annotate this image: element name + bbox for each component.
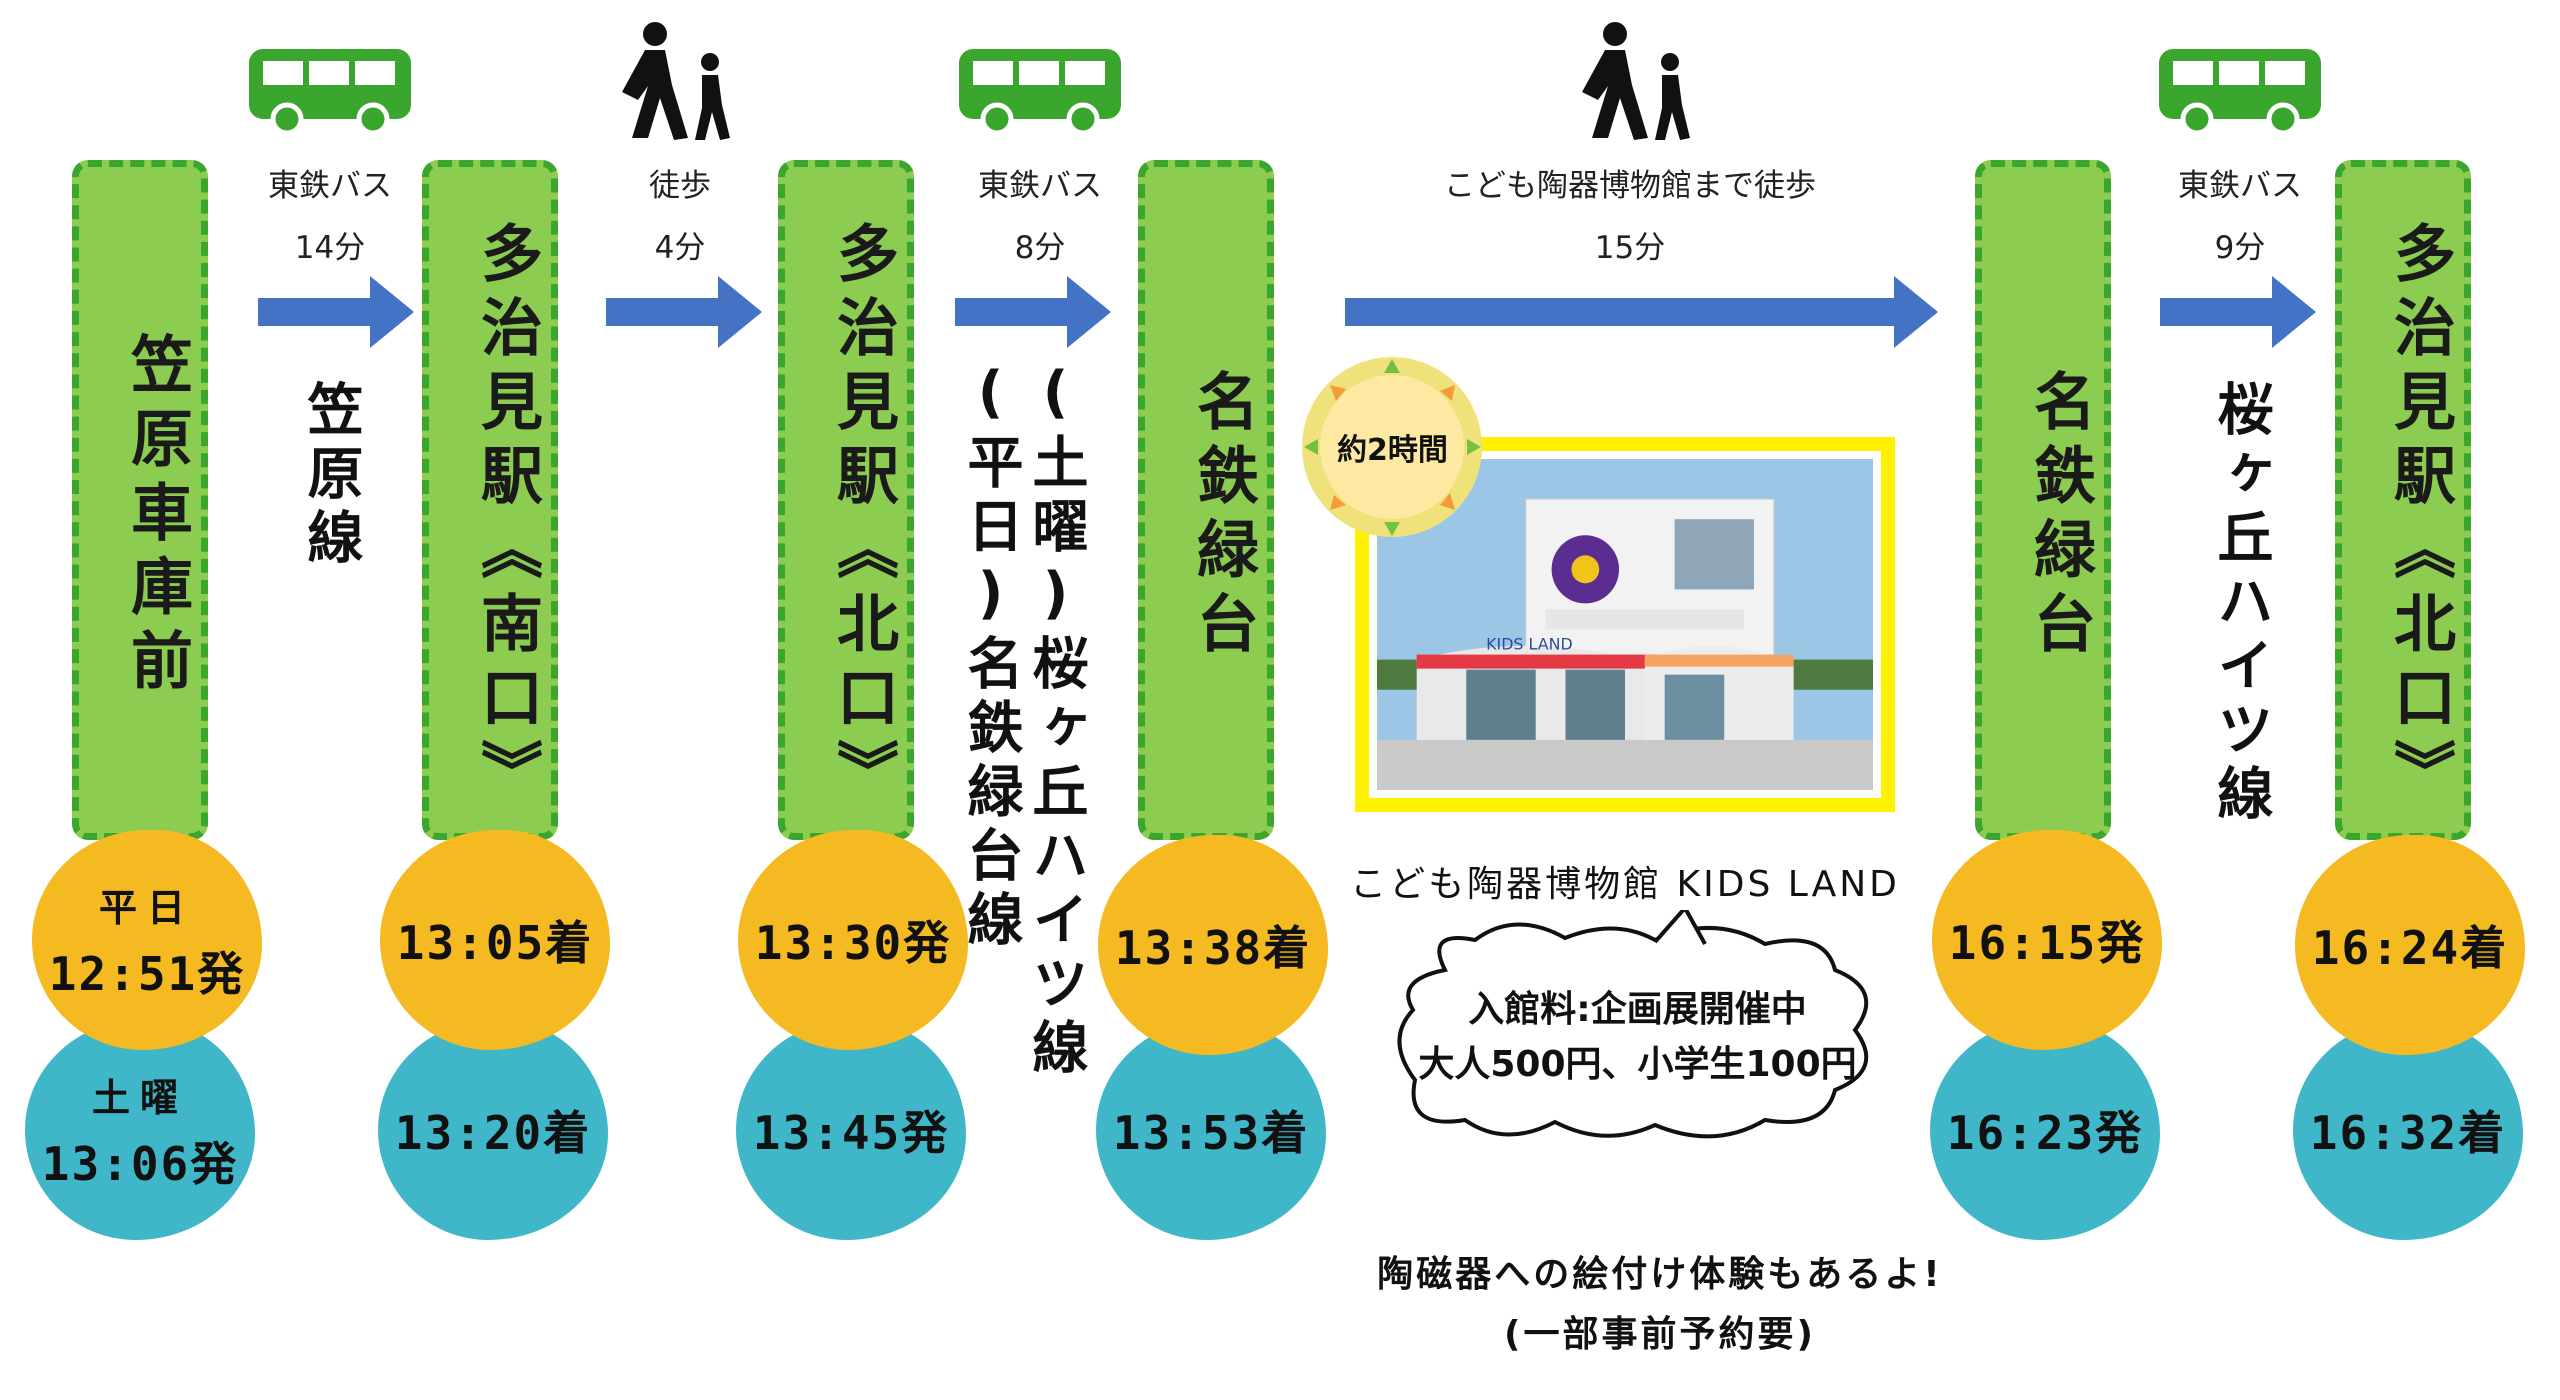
saturday-time-4: 13:53着 <box>1096 1020 1326 1240</box>
segment-mode-5: 東鉄バス <box>2178 168 2302 204</box>
segment-mode-1: 東鉄バス <box>268 168 392 204</box>
saturday-time-5: 16:23発 <box>1930 1020 2160 1240</box>
time-value: 13:20着 <box>394 1106 592 1160</box>
saturday-time-3: 13:45発 <box>736 1020 966 1240</box>
time-value: 16:24着 <box>2311 921 2509 975</box>
museum-sign-text: KIDS LAND <box>1486 634 1573 653</box>
segment-mode-3: 東鉄バス <box>978 168 1102 204</box>
note-line-1: 陶磁器への絵付け体験もあるよ! <box>1377 1254 1943 1295</box>
segment-mode-4: こども陶器博物館まで徒歩 <box>1444 168 1816 204</box>
fee-line-1: 入館料:企画展開催中 <box>1468 989 1807 1030</box>
time-value: 13:38着 <box>1114 921 1312 975</box>
saturday-time-6: 16:32着 <box>2293 1020 2523 1240</box>
arrow-right-icon <box>2160 276 2316 348</box>
bus-icon <box>249 49 411 136</box>
stay-badge-text: 約2時間 <box>1337 433 1448 468</box>
time-value: 16:15発 <box>1948 916 2146 970</box>
arrow-right-icon <box>606 276 762 348</box>
stay-badge: 約2時間 <box>1300 355 1485 540</box>
weekday-time-3: 13:30発 <box>738 830 968 1050</box>
station-name: 多治見駅《南口》 <box>470 221 543 813</box>
segment-minutes-2: 4分 <box>654 230 706 266</box>
time-value: 13:05着 <box>396 916 594 970</box>
segment-minutes-1: 14分 <box>294 230 366 266</box>
fee-line-2: 大人500円、小学生100円 <box>1418 1044 1857 1085</box>
route-name-5: 桜ヶ丘ハイツ線 <box>2208 380 2273 828</box>
station-pillar-5: 名鉄緑台 <box>1975 160 2111 840</box>
walking-icon <box>622 22 730 140</box>
saturday-label: 土曜 <box>91 1075 188 1120</box>
time-value: 13:06発 <box>41 1136 239 1191</box>
speech-bubble: 入館料:企画展開催中 大人500円、小学生100円 <box>1385 904 1890 1150</box>
station-pillar-4: 名鉄緑台 <box>1138 160 1274 840</box>
time-value: 12:51発 <box>48 946 246 1001</box>
saturday-time-2: 13:20着 <box>378 1020 608 1240</box>
segment-minutes-3: 8分 <box>1014 230 1066 266</box>
bus-icon <box>959 49 1121 136</box>
time-value: 16:23発 <box>1946 1106 2144 1160</box>
station-name: 笠原車庫前 <box>120 332 193 702</box>
saturday-time-1: 土曜 13:06発 <box>25 1020 255 1240</box>
weekday-time-5: 16:15発 <box>1932 830 2162 1050</box>
weekday-label: 平日 <box>98 885 195 930</box>
segment-minutes-4: 15分 <box>1594 230 1666 266</box>
note-line-2: (一部事前予約要) <box>1504 1314 1816 1355</box>
segment-mode-2: 徒歩 <box>649 168 711 204</box>
station-name: 名鉄緑台 <box>2023 369 2096 665</box>
walking-icon <box>1582 22 1690 140</box>
museum-building-illustration: KIDS LAND <box>1377 459 1873 790</box>
weekday-time-4: 13:38着 <box>1098 835 1328 1055</box>
weekday-time-1: 平日 12:51発 <box>32 830 262 1050</box>
station-pillar-2: 多治見駅《南口》 <box>422 160 558 840</box>
bus-icon <box>2159 49 2321 136</box>
station-name: 名鉄緑台 <box>1186 369 1259 665</box>
arrow-right-icon <box>955 276 1111 348</box>
route-name-3-wk: (平日)名鉄緑台線 <box>958 360 1023 954</box>
time-value: 13:53着 <box>1112 1106 1310 1160</box>
time-value: 13:45発 <box>752 1106 950 1160</box>
time-value: 13:30発 <box>754 916 952 970</box>
weekday-time-2: 13:05着 <box>380 830 610 1050</box>
weekday-time-6: 16:24着 <box>2295 835 2525 1055</box>
arrow-right-icon <box>258 276 414 348</box>
station-name: 多治見駅《北口》 <box>2383 221 2456 813</box>
route-name-1: 笠原線 <box>298 380 363 572</box>
time-value: 16:32着 <box>2309 1106 2507 1160</box>
station-pillar-6: 多治見駅《北口》 <box>2335 160 2471 840</box>
station-name: 多治見駅《北口》 <box>826 221 899 813</box>
segment-minutes-5: 9分 <box>2214 230 2266 266</box>
station-pillar-1: 笠原車庫前 <box>72 160 208 840</box>
route-name-3-sat: (土曜)桜ヶ丘ハイツ線 <box>1023 360 1088 1082</box>
arrow-right-icon <box>1345 276 1938 348</box>
station-pillar-3: 多治見駅《北口》 <box>778 160 914 840</box>
museum-name: こども陶器博物館 KIDS LAND <box>1350 864 1900 905</box>
